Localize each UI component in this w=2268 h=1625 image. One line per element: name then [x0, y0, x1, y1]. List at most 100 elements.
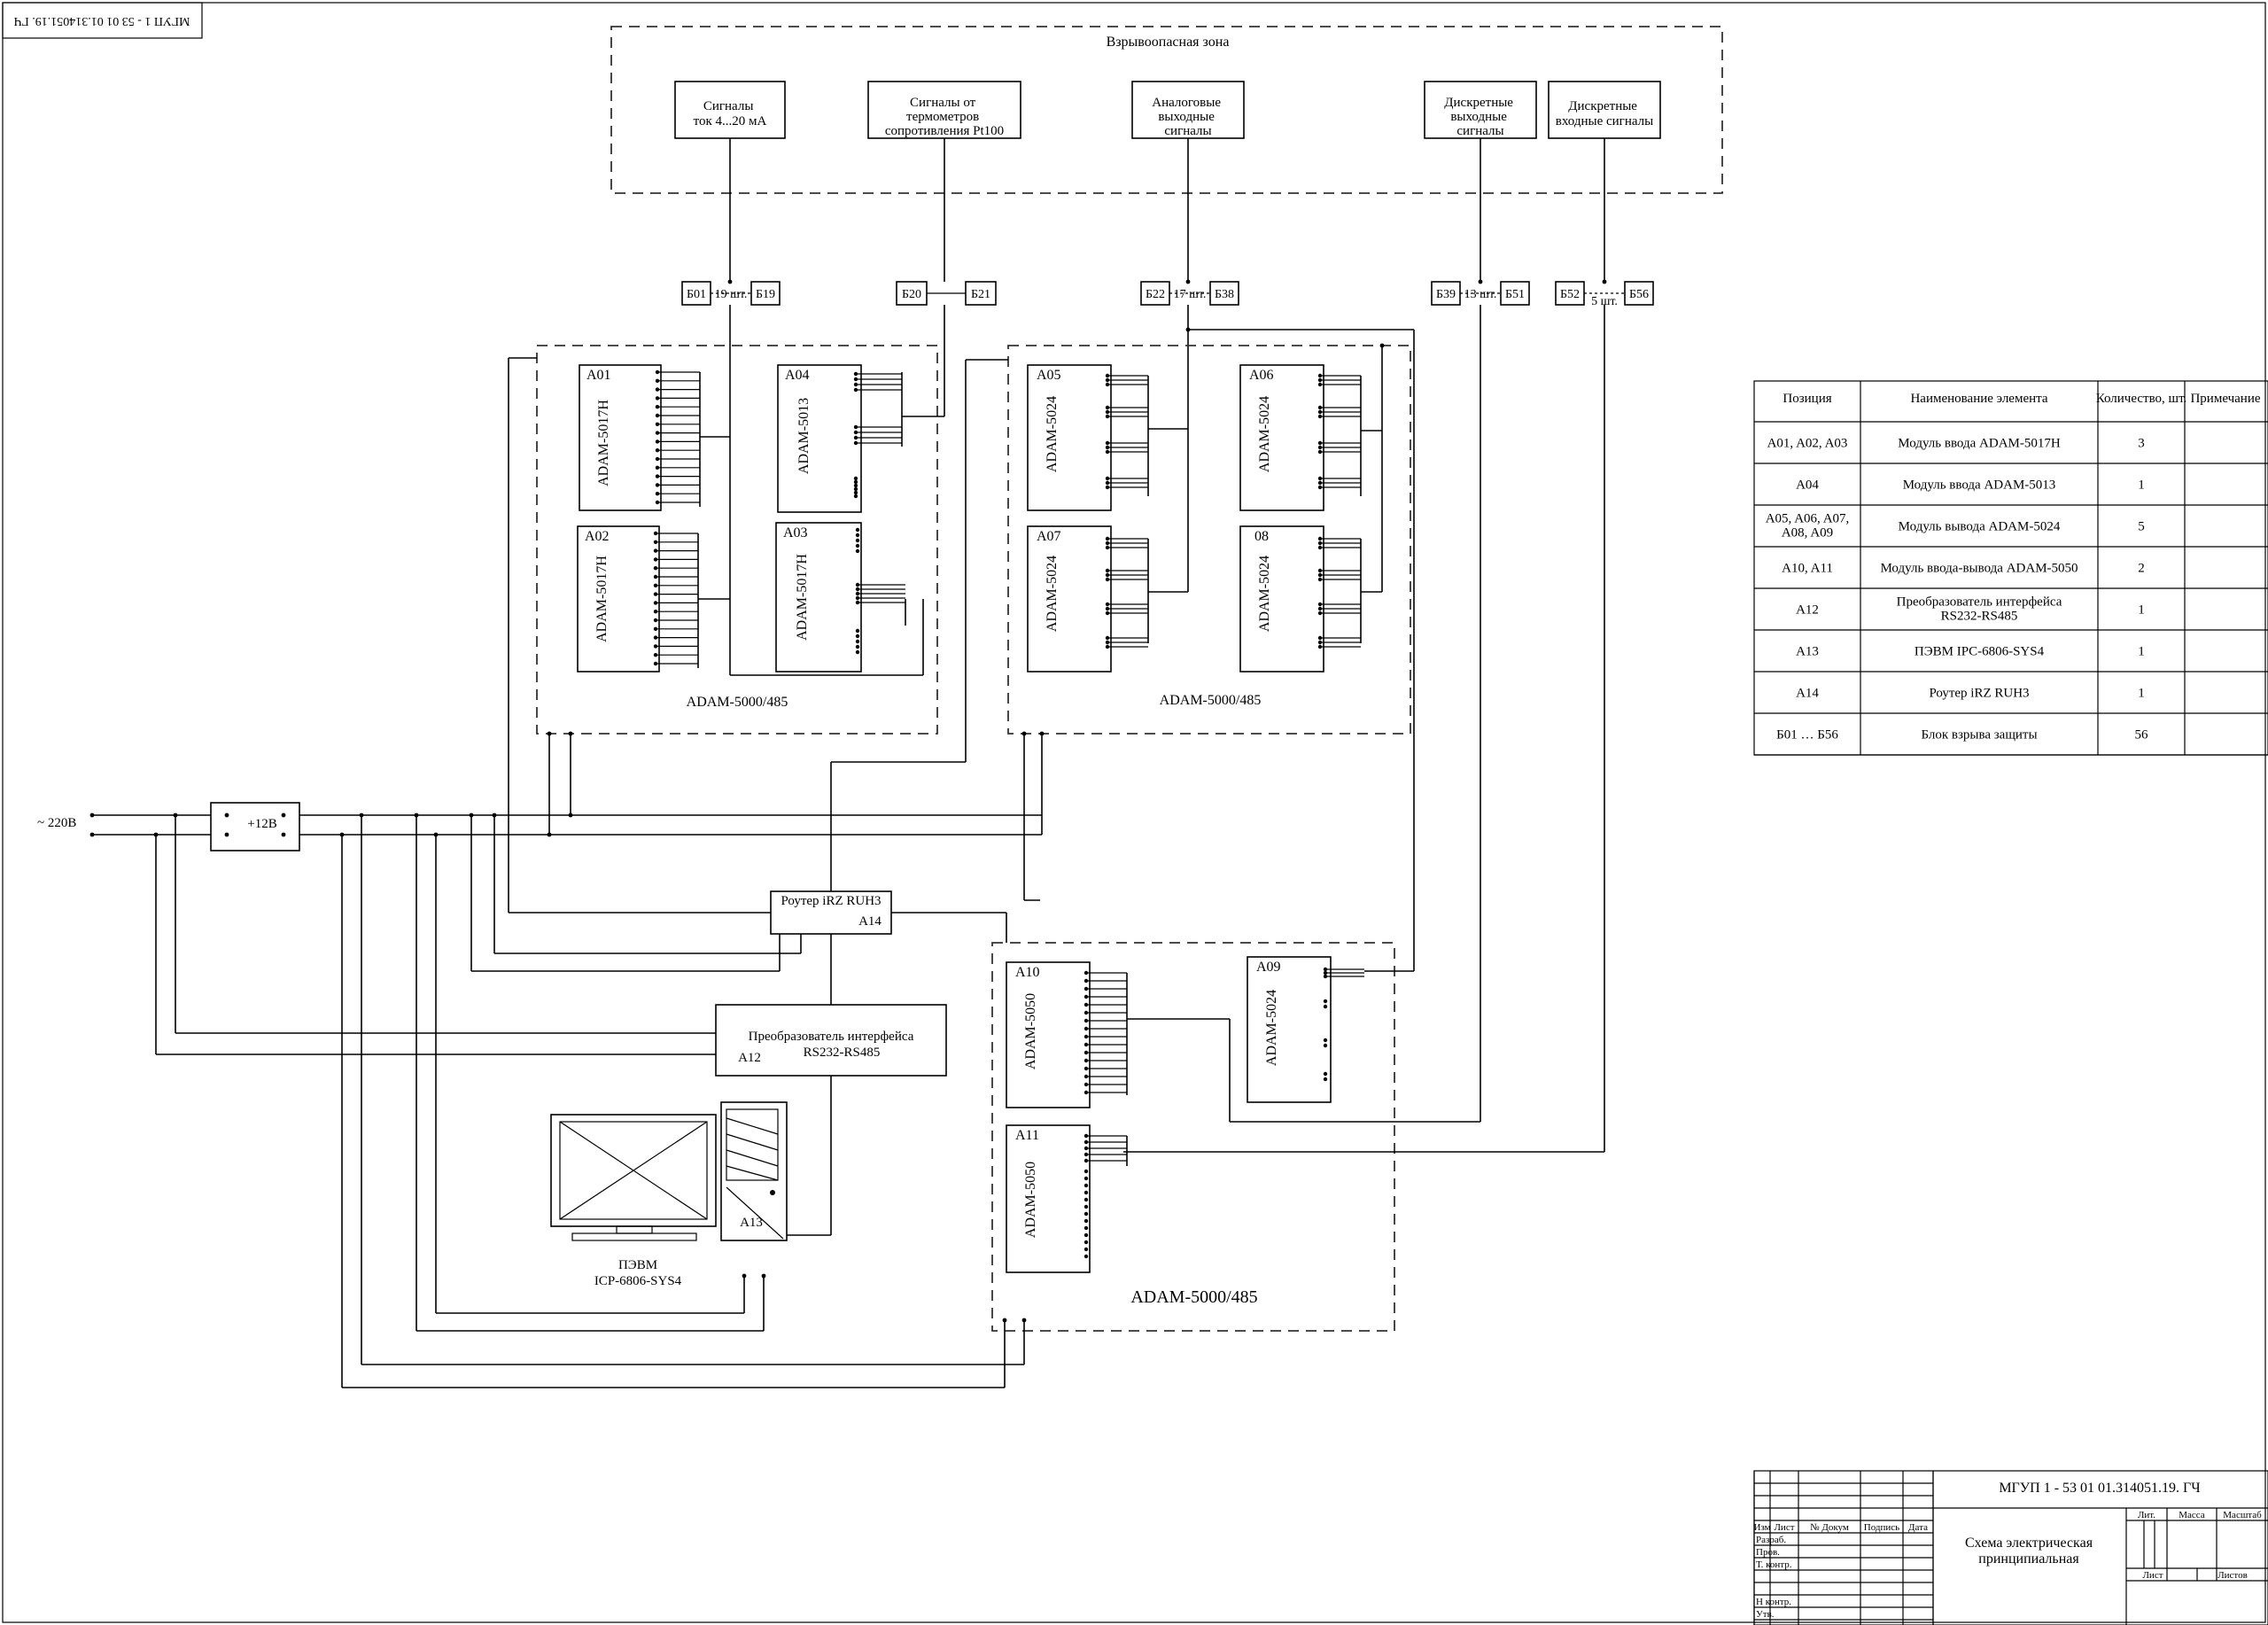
module-a01: A01 ADAM-5017H: [579, 364, 700, 511]
title-row-label: Пров.: [1756, 1547, 1780, 1558]
hazard-zone: Взрывоопасная зона Сигналы ток 4...20 мА…: [610, 26, 1723, 194]
barrier-4-right: Б51: [1505, 288, 1525, 301]
rack-2-wiring: [1147, 346, 1383, 643]
psu-label: +12В: [247, 817, 276, 831]
module-a05-pos: A05: [1037, 368, 1061, 383]
junction-dot: [224, 832, 229, 837]
title-lit: Лит.: [2138, 1510, 2155, 1520]
module-a04-pins: [853, 371, 902, 499]
terminal-pin: [855, 533, 860, 538]
junction-dot: [281, 832, 286, 837]
barrier-5-right: Б56: [1629, 288, 1649, 301]
module-a07: A07 ADAM-5024: [1027, 525, 1148, 673]
junction-dot: [1185, 327, 1191, 332]
mains-label: ~ 220В: [37, 816, 76, 830]
module-a06-model: ADAM-5024: [1257, 396, 1272, 472]
spec-cell-pos: A12: [1796, 603, 1819, 618]
module-a03-pins: [855, 527, 905, 655]
module-a09: A09 ADAM-5024: [1247, 956, 1364, 1103]
module-a11-pos: A11: [1015, 1128, 1039, 1143]
rack-3: ADAM-5000/485 A10 ADAM-5050 A11 ADAM-505…: [991, 942, 1604, 1332]
terminal-pin: [1084, 1247, 1089, 1252]
junction-dot: [153, 832, 159, 837]
junction-dot: [433, 832, 439, 837]
source-discrete-out-label: Дискретные выходные сигналы: [1444, 96, 1516, 138]
junction-dot: [568, 731, 573, 736]
barrier-1-right: Б19: [756, 288, 775, 301]
module-a02-pos: A02: [585, 529, 610, 544]
terminal-pin: [1084, 1169, 1089, 1174]
module-a09-pos: A09: [1256, 960, 1281, 975]
module-a10-pos: A10: [1015, 965, 1040, 980]
barrier-3-left: Б22: [1146, 288, 1165, 301]
junction-dot: [547, 832, 552, 837]
module-a05: A05 ADAM-5024: [1027, 364, 1148, 511]
rack-1-wiring: [697, 372, 944, 676]
junction-dot: [224, 812, 229, 818]
barrier-3-count: 17 шт.: [1174, 288, 1207, 301]
barrier-group-3: Б22 17 шт. Б38: [1140, 281, 1239, 306]
spec-cell-qty: 3: [2138, 437, 2145, 451]
barrier-group-1: Б01 19 шт. Б19: [681, 281, 781, 306]
terminal-pin: [1084, 1240, 1089, 1245]
barrier-group-5: Б52 5 шт. Б56: [1555, 281, 1654, 308]
converter-name: Преобразователь интерфейса: [749, 1030, 914, 1044]
terminal-pin: [1323, 999, 1328, 1004]
terminal-pin: [853, 479, 858, 485]
junction-dot: [469, 812, 474, 818]
title-sheet: Лист: [2142, 1570, 2163, 1581]
module-a10-model: ADAM-5050: [1023, 993, 1038, 1069]
terminal-pin: [1084, 1218, 1089, 1224]
spec-cell-qty: 56: [2135, 728, 2149, 743]
source-current-label: Сигналы ток 4...20 мА: [694, 99, 767, 128]
terminal-pin: [855, 639, 860, 644]
terminal-pin: [1323, 1004, 1328, 1009]
module-a11-model: ADAM-5050: [1023, 1162, 1038, 1238]
junction-dot: [1478, 279, 1483, 284]
terminal-pin: [1084, 1232, 1089, 1238]
barrier-4-count: 13 шт.: [1464, 288, 1497, 301]
spec-cell-qty: 1: [2138, 645, 2145, 659]
terminal-pin: [853, 494, 858, 499]
source-discrete-in-label: Дискретные входные сигналы: [1556, 99, 1653, 128]
spec-cell-qty: 1: [2138, 478, 2145, 493]
module-a11-pins: [1084, 1133, 1127, 1259]
title-line-1: Схема электрическая: [1965, 1536, 2093, 1551]
terminal-pin: [1323, 1071, 1328, 1077]
terminal-pin: [1323, 1043, 1328, 1048]
module-a01-pins: [655, 369, 700, 505]
module-a09-model: ADAM-5024: [1264, 990, 1279, 1066]
terminal-pin: [855, 543, 860, 548]
module-a05-pins: [1105, 373, 1148, 490]
junction-dot: [1039, 731, 1045, 736]
junction-dot: [89, 832, 95, 837]
spec-cell-pos: A10, A11: [1782, 562, 1833, 576]
junction-dot: [761, 1273, 766, 1279]
source-box-discrete-out: [1424, 81, 1537, 139]
title-col-label: № Докум: [1810, 1522, 1849, 1533]
module-a06-pins: [1317, 373, 1361, 490]
title-col-label: Дата: [1908, 1522, 1928, 1533]
terminal-pin: [853, 486, 858, 492]
source-box-current: [674, 81, 786, 139]
module-a03-pos: A03: [783, 525, 808, 540]
spec-header-qty: Количество, шт.: [2096, 392, 2187, 406]
junction-dot: [339, 832, 345, 837]
junction-dot: [173, 812, 178, 818]
rack-2: ADAM-5000/485 A05 ADAM-5024 A06 ADAM-502…: [1007, 345, 1411, 735]
converter-sub: RS232-RS485: [804, 1046, 881, 1060]
title-col-label: Подпись: [1864, 1522, 1899, 1533]
rack-2-label: ADAM-5000/485: [1160, 693, 1262, 708]
terminal-pin: [855, 527, 860, 533]
module-a03: A03 ADAM-5017H: [775, 522, 905, 673]
terminal-pin: [855, 538, 860, 543]
spec-cell-qty: 5: [2138, 520, 2145, 534]
spec-cell-pos: A13: [1796, 645, 1819, 659]
terminal-pin: [1084, 1225, 1089, 1231]
